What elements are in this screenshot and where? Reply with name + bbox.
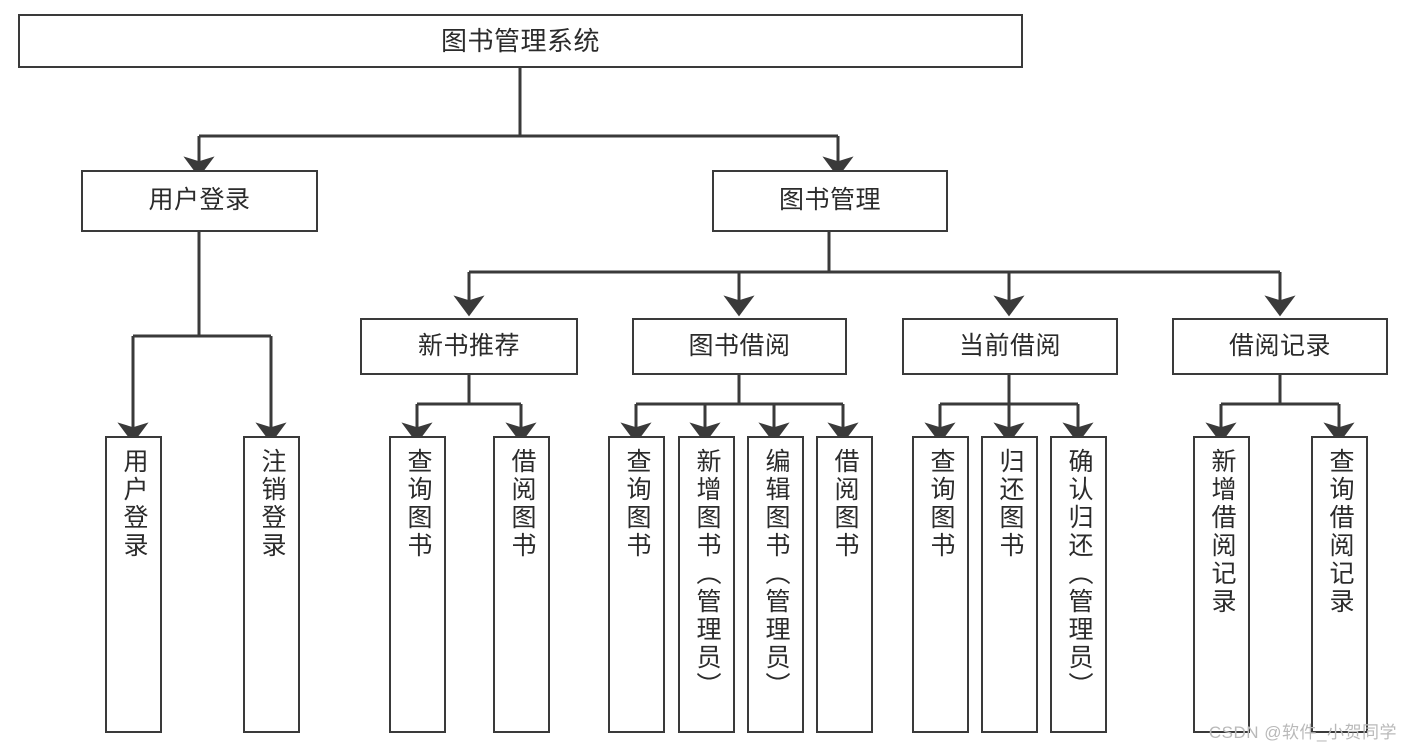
node-leaf-return-book-label: 归还图书 [996,448,1024,560]
node-leaf-add-borrow-record[interactable]: 新增借阅记录 [1193,436,1250,733]
node-leaf-borrow-book-1[interactable]: 借阅图书 [493,436,550,733]
node-current-borrow-label: 当前借阅 [958,331,1061,360]
node-borrow-record[interactable]: 借阅记录 [1172,318,1388,375]
node-leaf-query-borrow-record[interactable]: 查询借阅记录 [1311,436,1368,733]
node-leaf-query-book-3-label: 查询图书 [927,448,955,560]
node-new-book-recommend[interactable]: 新书推荐 [360,318,578,375]
node-leaf-user-login-label: 用户登录 [120,448,148,560]
node-leaf-confirm-return-label: 确认归还（管理员） [1065,448,1093,700]
node-book-manage-label: 图书管理 [778,186,881,215]
node-leaf-add-book[interactable]: 新增图书（管理员） [678,436,735,733]
csdn-watermark: CSDN @软件_小贺同学 [1208,723,1397,742]
node-book-borrow[interactable]: 图书借阅 [632,318,847,375]
node-leaf-add-book-label: 新增图书（管理员） [693,448,721,700]
node-new-book-recommend-label: 新书推荐 [417,331,520,360]
node-leaf-user-login[interactable]: 用户登录 [105,436,162,733]
node-leaf-return-book[interactable]: 归还图书 [981,436,1038,733]
node-leaf-query-borrow-record-label: 查询借阅记录 [1326,448,1354,616]
node-leaf-edit-book-label: 编辑图书（管理员） [762,448,790,700]
node-root-system-label: 图书管理系统 [440,25,600,56]
node-user-login[interactable]: 用户登录 [81,170,318,232]
node-leaf-query-book-3[interactable]: 查询图书 [912,436,969,733]
node-leaf-edit-book[interactable]: 编辑图书（管理员） [747,436,804,733]
node-current-borrow[interactable]: 当前借阅 [902,318,1118,375]
node-root-system[interactable]: 图书管理系统 [18,14,1023,68]
node-leaf-borrow-book-2[interactable]: 借阅图书 [816,436,873,733]
node-leaf-confirm-return[interactable]: 确认归还（管理员） [1050,436,1107,733]
node-leaf-query-book-1-label: 查询图书 [404,448,432,560]
node-borrow-record-label: 借阅记录 [1228,331,1331,360]
node-book-borrow-label: 图书借阅 [688,331,791,360]
node-leaf-borrow-book-1-label: 借阅图书 [508,448,536,560]
node-leaf-logout-login-label: 注销登录 [258,448,286,560]
node-leaf-add-borrow-record-label: 新增借阅记录 [1208,448,1236,616]
node-leaf-borrow-book-2-label: 借阅图书 [831,448,859,560]
node-user-login-label: 用户登录 [148,186,251,215]
node-leaf-query-book-2-label: 查询图书 [623,448,651,560]
node-leaf-query-book-1[interactable]: 查询图书 [389,436,446,733]
node-leaf-query-book-2[interactable]: 查询图书 [608,436,665,733]
node-leaf-logout-login[interactable]: 注销登录 [243,436,300,733]
node-book-manage[interactable]: 图书管理 [712,170,948,232]
